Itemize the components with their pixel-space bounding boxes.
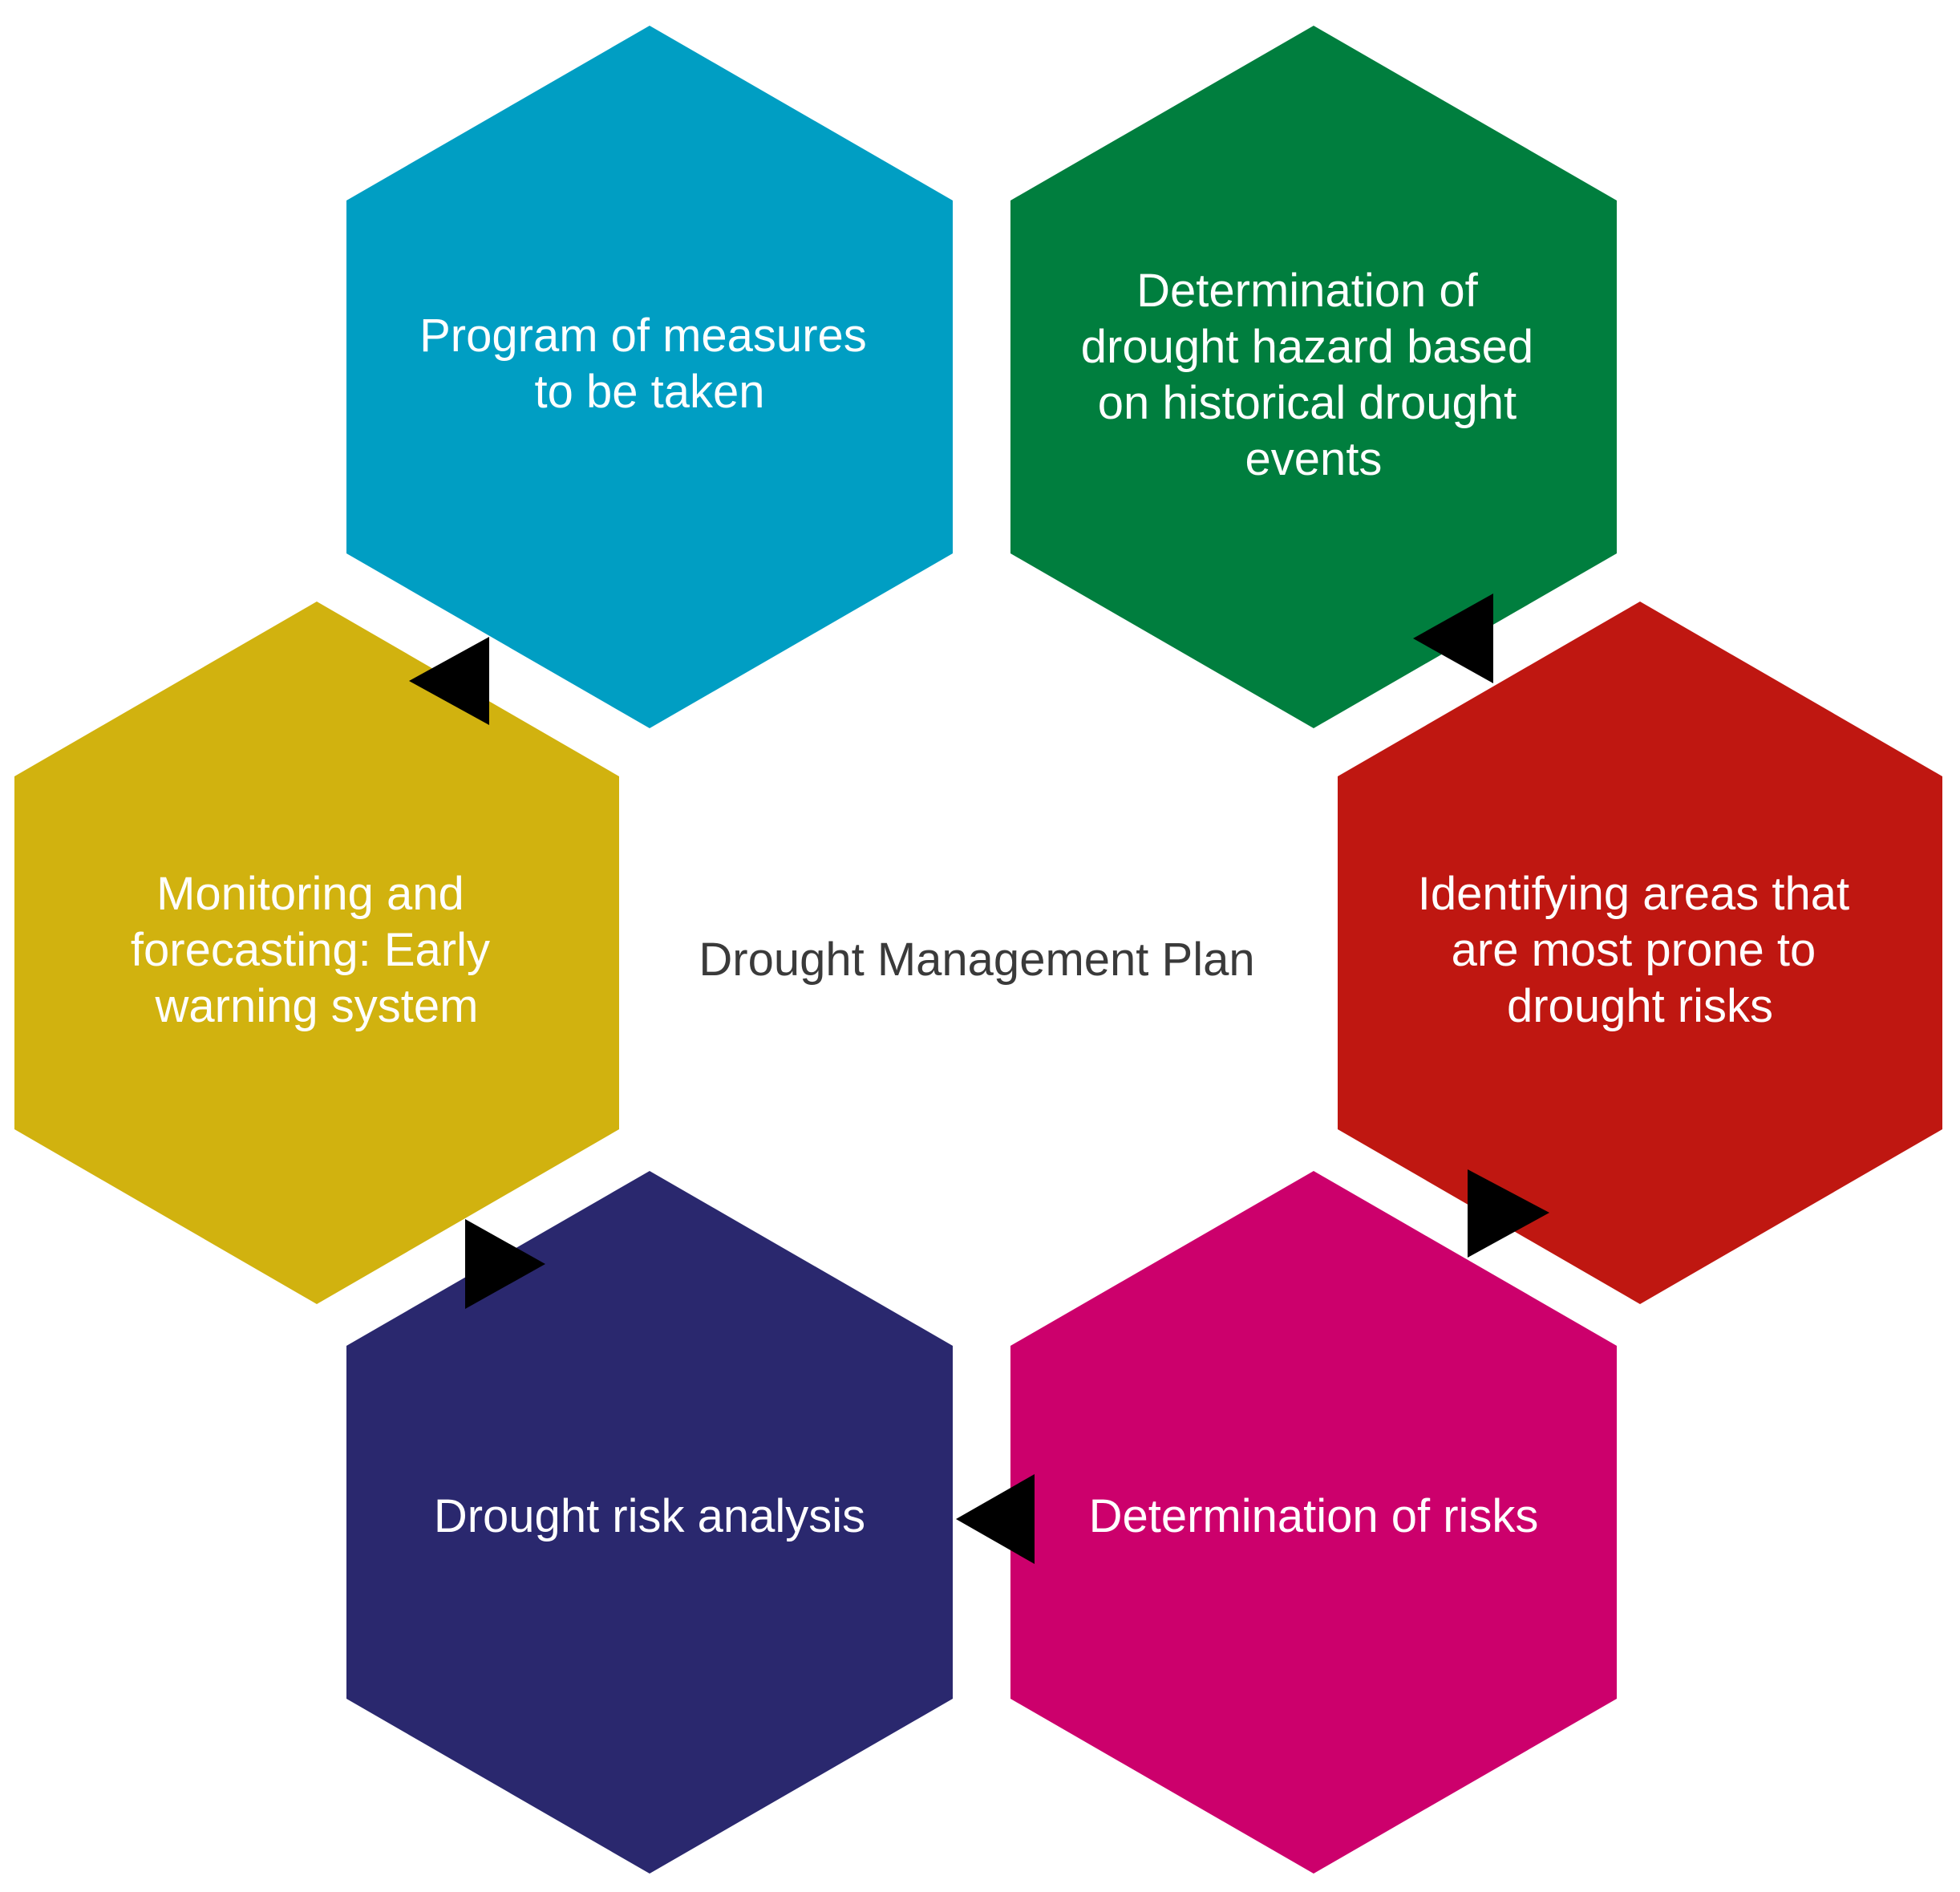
arrow-prone-areas-to-risks [1468,1169,1549,1258]
step-determination-of-risks: Determination of risks [1010,1171,1617,1874]
label-drought-risk-analysis: Drought risk analysis [434,1490,865,1542]
center-title: Drought Management Plan [699,934,1254,986]
hexagon-determination-of-risks [1010,1171,1617,1874]
step-identifying-prone-areas: Identifying areas that are most prone to… [1338,602,1942,1304]
step-determination-of-drought-hazard: Determination of drought hazard based on… [1010,26,1617,728]
hexagon-drought-risk-analysis [346,1171,953,1874]
hexagon-monitoring-and-forecasting [14,602,619,1304]
label-determination-of-drought-hazard: Determination of drought hazard based on… [1081,265,1546,485]
label-identifying-prone-areas: Identifying areas that are most prone to… [1418,868,1863,1032]
step-drought-risk-analysis: Drought risk analysis [346,1171,953,1874]
hexagon-program-of-measures [346,26,953,728]
arrow-risks-to-risk-analysis [956,1474,1035,1564]
hexagon-determination-of-drought-hazard [1010,26,1617,728]
label-determination-of-risks: Determination of risks [1089,1490,1539,1542]
step-program-of-measures: Program of measures to be taken [346,26,953,728]
hexagon-identifying-prone-areas [1338,602,1942,1304]
step-monitoring-and-forecasting: Monitoring and forecasting: Early warnin… [14,602,619,1304]
label-monitoring-and-forecasting: Monitoring and forecasting: Early warnin… [131,868,503,1032]
arrow-monitoring-to-program [409,637,489,725]
arrow-hazard-to-prone-areas [1413,594,1493,683]
label-program-of-measures: Program of measures to be taken [419,310,880,418]
arrow-risk-analysis-to-monitoring [465,1219,545,1309]
